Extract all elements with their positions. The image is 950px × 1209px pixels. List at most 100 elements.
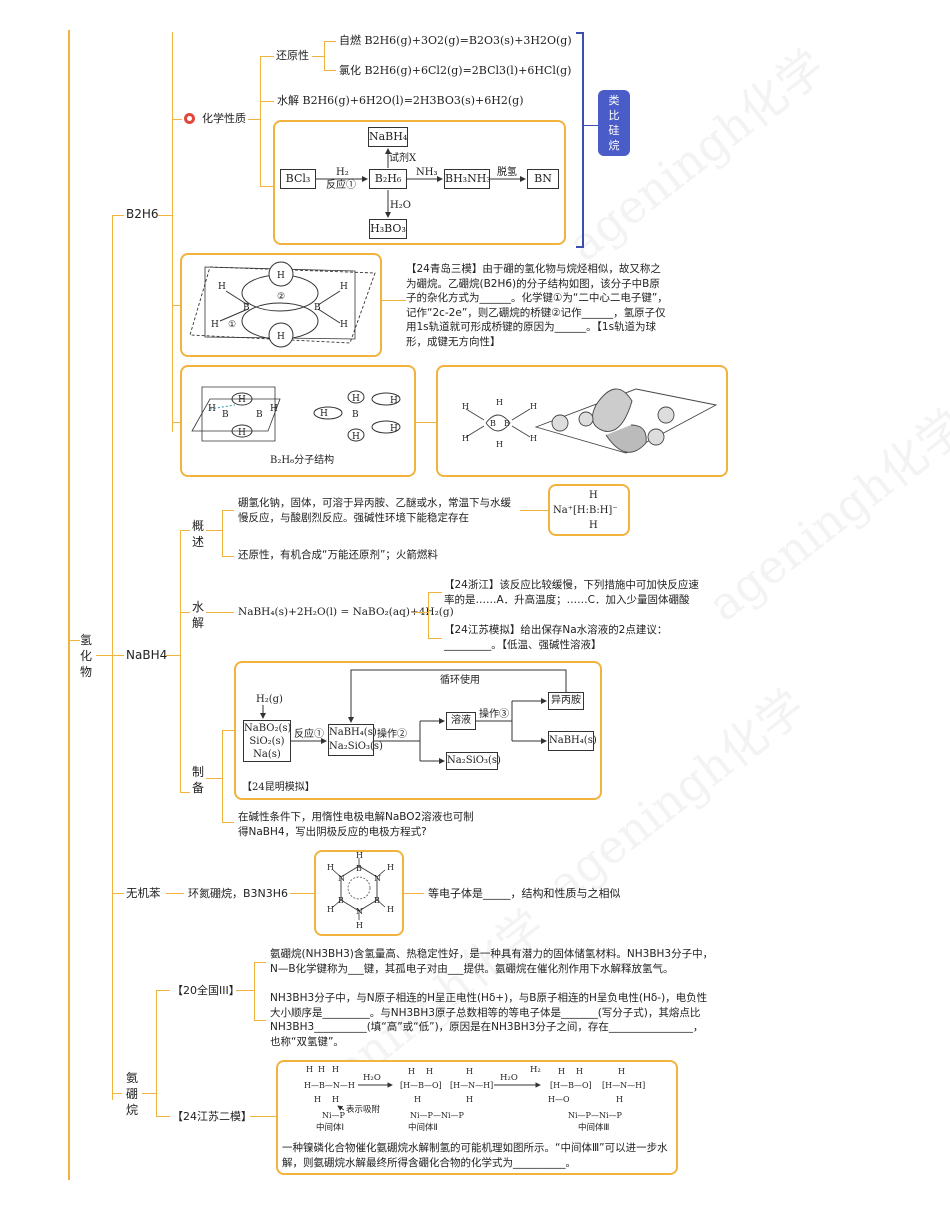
connector (166, 655, 180, 656)
svg-text:B: B (338, 896, 344, 905)
svg-text:[H—N—H]: [H—N—H] (602, 1081, 645, 1090)
svg-text:H: H (208, 404, 216, 414)
svg-text:H: H (387, 905, 394, 914)
svg-text:H: H (270, 404, 278, 414)
connector (260, 186, 274, 187)
svg-text:H: H (306, 1065, 313, 1074)
jiangsu-question: 【24江苏模拟】给出保存Na水溶液的2点建议：_________。【低温、强碱性… (444, 624, 668, 651)
prep-source: 【24昆明模拟】 (242, 782, 315, 793)
mechanism-box (276, 1060, 678, 1175)
ab-paragraph-3: 一种镍磷化合物催化氨硼烷水解制氢的可能机理如图所示。“中间体Ⅲ”可以进一步水解，… (282, 1142, 668, 1169)
alert-icon (184, 113, 195, 124)
svg-text:B: B (222, 410, 229, 420)
lewis-top-h: H (589, 490, 598, 501)
flow-nh3: NH₃ (416, 167, 438, 178)
svg-text:H: H (318, 1065, 325, 1074)
borazine-isoelectronic: 等电子体是_____，结构和性质与之相似 (428, 887, 621, 900)
connector (324, 70, 336, 71)
chem-branch-line (260, 56, 261, 186)
connector (290, 893, 314, 894)
connector (180, 530, 190, 531)
svg-text:H: H (496, 440, 503, 449)
prep-op3: 操作③ (479, 709, 509, 720)
connector (96, 655, 112, 656)
svg-text:N: N (356, 907, 363, 916)
flow-h2o: H₂O (390, 200, 411, 211)
svg-text:H: H (238, 428, 246, 438)
connector (254, 1020, 266, 1021)
connector (254, 962, 266, 963)
prep-react1: 反应① (294, 729, 324, 740)
svg-text:H: H (277, 271, 285, 281)
ab-branch-line (156, 990, 157, 1116)
flow-react1: 反应① (326, 180, 356, 191)
connector (112, 893, 124, 894)
svg-text:H: H (576, 1067, 583, 1076)
connector (254, 962, 255, 1020)
hydrolysis-label: 水解 (192, 600, 205, 630)
connector (222, 730, 234, 731)
svg-text:H: H (408, 1067, 415, 1076)
ammonia-borane-label: 氨硼烷 (126, 1071, 139, 1117)
svg-text:H: H (238, 395, 246, 405)
svg-text:H: H (340, 282, 348, 292)
svg-text:H: H (426, 1067, 433, 1076)
svg-text:H: H (530, 402, 537, 411)
svg-text:B: B (256, 410, 263, 420)
connector (428, 592, 442, 593)
flow-bh3nh3: BH₃NH₃ (444, 169, 491, 189)
root-label: 氢化物 (80, 633, 93, 679)
overview-label: 概述 (192, 519, 205, 549)
flow-nabh4: NaBH₄ (368, 127, 408, 147)
svg-text:H: H (352, 432, 360, 442)
flow-dehydro: 脱氢 (497, 167, 517, 178)
nabh4-branch-line (180, 530, 181, 792)
prep-product: NaBH₄(s) (548, 731, 597, 751)
connector (112, 215, 124, 216)
overview-text-2: 还原性，有机合成“万能还原剂”；火箭燃料 (238, 549, 438, 561)
svg-text:H: H (390, 424, 398, 434)
connector (222, 510, 223, 556)
structure-caption: B₂H₆分子结构 (270, 455, 335, 466)
connector (172, 119, 182, 120)
connector (312, 56, 324, 57)
svg-text:H: H (327, 863, 334, 872)
svg-text:N: N (374, 874, 381, 883)
connector (404, 893, 424, 894)
connector (172, 305, 180, 306)
flow-bcl3: BCl₃ (280, 169, 316, 189)
mech-h2o-1: H₂O (363, 1073, 381, 1083)
connector (206, 612, 234, 613)
svg-text:N: N (338, 874, 345, 883)
svg-text:B: B (352, 410, 359, 420)
connector (222, 822, 234, 823)
connector (324, 41, 336, 42)
svg-text:H: H (356, 851, 363, 860)
overview-text: 硼氢化钠，固体，可溶于异丙胺、乙醚或水，常温下与水缓慢反应，与酸剧烈反应。强碱性… (238, 497, 511, 524)
connector (172, 422, 180, 423)
connector (414, 612, 428, 613)
connector (222, 730, 223, 822)
connector (222, 510, 234, 511)
connector (248, 119, 260, 120)
svg-text:H: H (618, 1067, 625, 1076)
svg-text:H: H (414, 1095, 421, 1104)
svg-text:H: H (462, 402, 469, 411)
borazine-label: 无机苯 (126, 886, 161, 900)
zhejiang-question: 【24浙江】该反应比较缓慢，下列措施中可加快反应速率的是……A．升高温度；……C… (444, 579, 699, 606)
qingdao-question: 【24青岛三模】由于硼的氢化物与烷烃相似，故又称之为硼烷。乙硼烷(B2H6)的分… (406, 263, 668, 348)
mech-intermediate-1: 中间体Ⅰ (316, 1123, 345, 1133)
connector (158, 215, 172, 216)
svg-text:H: H (616, 1095, 623, 1104)
borazine-desc: 环氮硼烷，B3N3H6 (188, 887, 289, 900)
nabh4-label: NaBH4 (126, 648, 168, 662)
svg-text:B: B (490, 419, 496, 428)
svg-text:H: H (496, 398, 503, 407)
svg-text:Ni—P—Ni—P: Ni—P—Ni—P (410, 1111, 465, 1120)
svg-text:H: H (218, 282, 226, 292)
